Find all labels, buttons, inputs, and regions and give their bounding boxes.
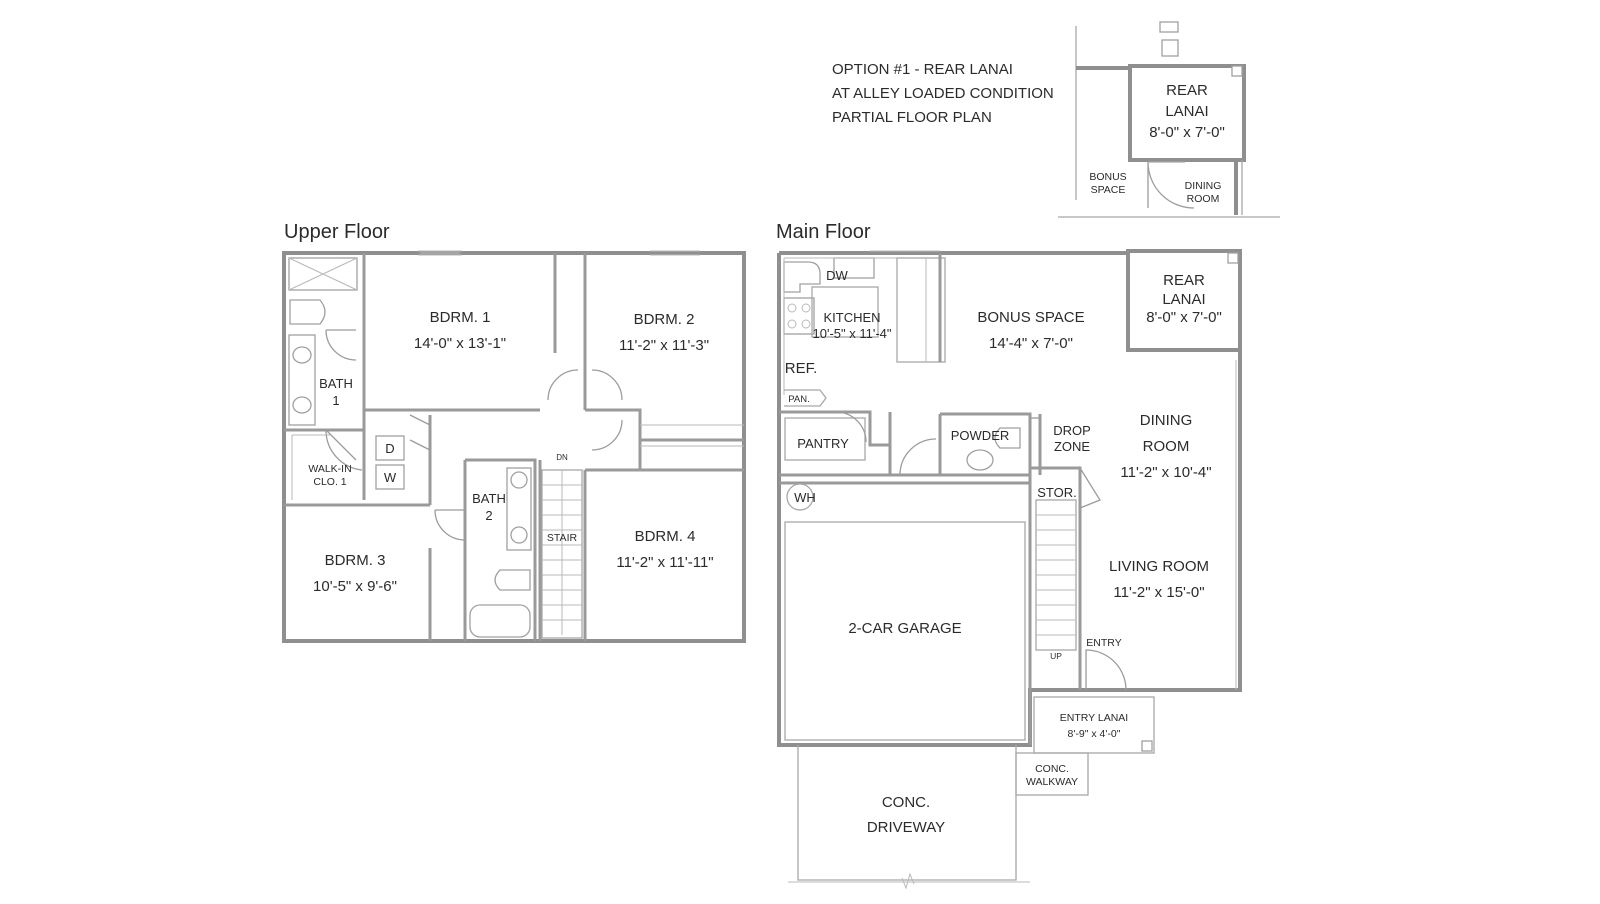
main-floor-plan: DW KITCHEN 10'-5" x 11'-4" REF. PAN. PAN… (777, 249, 1242, 890)
dining-room-size: 11'-2" x 10'-4" (1120, 464, 1211, 481)
garage-door-opening (784, 521, 1026, 741)
option-bonus-space-name1: BONUS (1089, 171, 1126, 183)
bdrm2-name: BDRM. 2 (634, 311, 695, 328)
stair-label: STAIR (547, 532, 578, 544)
conc-walkway-name2: WALKWAY (1026, 776, 1078, 788)
powder-sink (966, 449, 994, 471)
entry-lanai-name: ENTRY LANAI (1060, 712, 1128, 724)
entry-lanai-size: 8'-9" x 4'-0" (1068, 728, 1121, 740)
walkin-closet-name2: CLO. 1 (313, 476, 346, 488)
powder-toilet (994, 427, 1021, 449)
rear-lanai-name2: LANAI (1162, 291, 1205, 308)
bath2-name: BATH (472, 491, 506, 506)
option-note-line1: OPTION #1 - REAR LANAI (832, 61, 1013, 78)
cooktop (783, 297, 815, 335)
washer (375, 464, 405, 490)
rear-lanai-size: 8'-0" x 7'-0" (1146, 309, 1222, 326)
dryer (375, 435, 405, 461)
conc-walkway-name1: CONC. (1035, 763, 1069, 775)
conc-driveway (797, 745, 1017, 881)
option-dining-room-name2: ROOM (1187, 193, 1220, 205)
bath2-toilet (494, 569, 531, 591)
option-note-line3: PARTIAL FLOOR PLAN (832, 109, 992, 126)
drop-zone-name1: DROP (1053, 423, 1091, 438)
drop-zone-name2: ZONE (1054, 439, 1090, 454)
walkin-closet-name1: WALK-IN (308, 463, 351, 475)
bath1-sink-1 (292, 346, 312, 364)
bdrm1-size: 14'-0" x 13'-1" (414, 335, 506, 352)
kitchen-sink (783, 261, 821, 293)
bath1-name: BATH (319, 376, 353, 391)
bdrm4-name: BDRM. 4 (635, 528, 696, 545)
bath2-num: 2 (485, 508, 492, 523)
garage-name: 2-CAR GARAGE (848, 620, 961, 637)
washer-label: W (384, 470, 397, 485)
dining-room-name1: DINING (1140, 412, 1193, 429)
dryer-label: D (385, 441, 394, 456)
bath1-sink-2 (292, 396, 312, 414)
wh-label: WH (794, 490, 816, 505)
kitchen-counter (896, 257, 946, 363)
rear-lanai-name1: REAR (1163, 272, 1205, 289)
option-rear-lanai (1128, 64, 1246, 162)
kitchen-name: KITCHEN (823, 310, 880, 325)
rear-lanai (1126, 249, 1242, 352)
kitchen-island (811, 286, 879, 338)
option-note: OPTION #1 - REAR LANAI AT ALLEY LOADED C… (832, 61, 1054, 126)
main-floor-title: Main Floor (776, 221, 871, 243)
bdrm3-size: 10'-5" x 9'-6" (313, 578, 397, 595)
option-chimney-block (1161, 39, 1179, 57)
option-rear-lanai-name1: REAR (1166, 82, 1208, 99)
conc-driveway-name1: CONC. (882, 794, 930, 811)
upper-floor-title: Upper Floor (284, 221, 390, 243)
bath1-num: 1 (332, 393, 339, 408)
living-room-name: LIVING ROOM (1109, 558, 1209, 575)
powder-label: POWDER (951, 428, 1010, 443)
stair-dn-label: DN (556, 453, 568, 462)
dining-room-name2: ROOM (1143, 438, 1190, 455)
bdrm2-size: 11'-2" x 11'-3" (619, 337, 709, 354)
entry-label: ENTRY (1086, 637, 1121, 649)
bdrm3-name: BDRM. 3 (325, 552, 386, 569)
bath1-toilet (289, 299, 326, 325)
bdrm4-size: 11'-2" x 11'-11" (616, 554, 713, 571)
pantry-shelf (784, 417, 866, 461)
bath2-tub (469, 604, 531, 638)
pantry-label: PANTRY (797, 436, 849, 451)
option-chimney-top (1159, 21, 1179, 33)
stair-up-label: UP (1050, 651, 1062, 661)
kitchen-size: 10'-5" x 11'-4" (813, 326, 892, 341)
entry-lanai (1033, 696, 1155, 754)
option-dining-room-name1: DINING (1185, 180, 1222, 192)
water-heater (786, 483, 814, 511)
option-partial-plan: REAR LANAI 8'-0" x 7'-0" BONUS SPACE DIN… (1058, 21, 1280, 218)
option-rear-lanai-name2: LANAI (1165, 103, 1208, 120)
living-room-size: 11'-2" x 15'-0" (1113, 584, 1204, 601)
ref-label: REF. (785, 360, 818, 377)
option-note-line2: AT ALLEY LOADED CONDITION (832, 85, 1054, 102)
bonus-space-name: BONUS SPACE (977, 309, 1084, 326)
stor-label: STOR. (1037, 485, 1077, 500)
option-rear-lanai-size: 8'-0" x 7'-0" (1149, 124, 1225, 141)
pantry-cabinet (784, 389, 827, 407)
bonus-space-size: 14'-4" x 7'-0" (989, 335, 1073, 352)
conc-driveway-name2: DRIVEWAY (867, 819, 945, 836)
upper-floor-plan: BDRM. 1 14'-0" x 13'-1" BDRM. 2 11'-2" x… (282, 250, 746, 643)
option-bonus-space-name2: SPACE (1091, 184, 1126, 196)
bdrm1-name: BDRM. 1 (430, 309, 491, 326)
dw-label: DW (826, 268, 848, 283)
upper-floor-exterior-wall (282, 251, 746, 643)
pan-label: PAN. (788, 394, 809, 405)
